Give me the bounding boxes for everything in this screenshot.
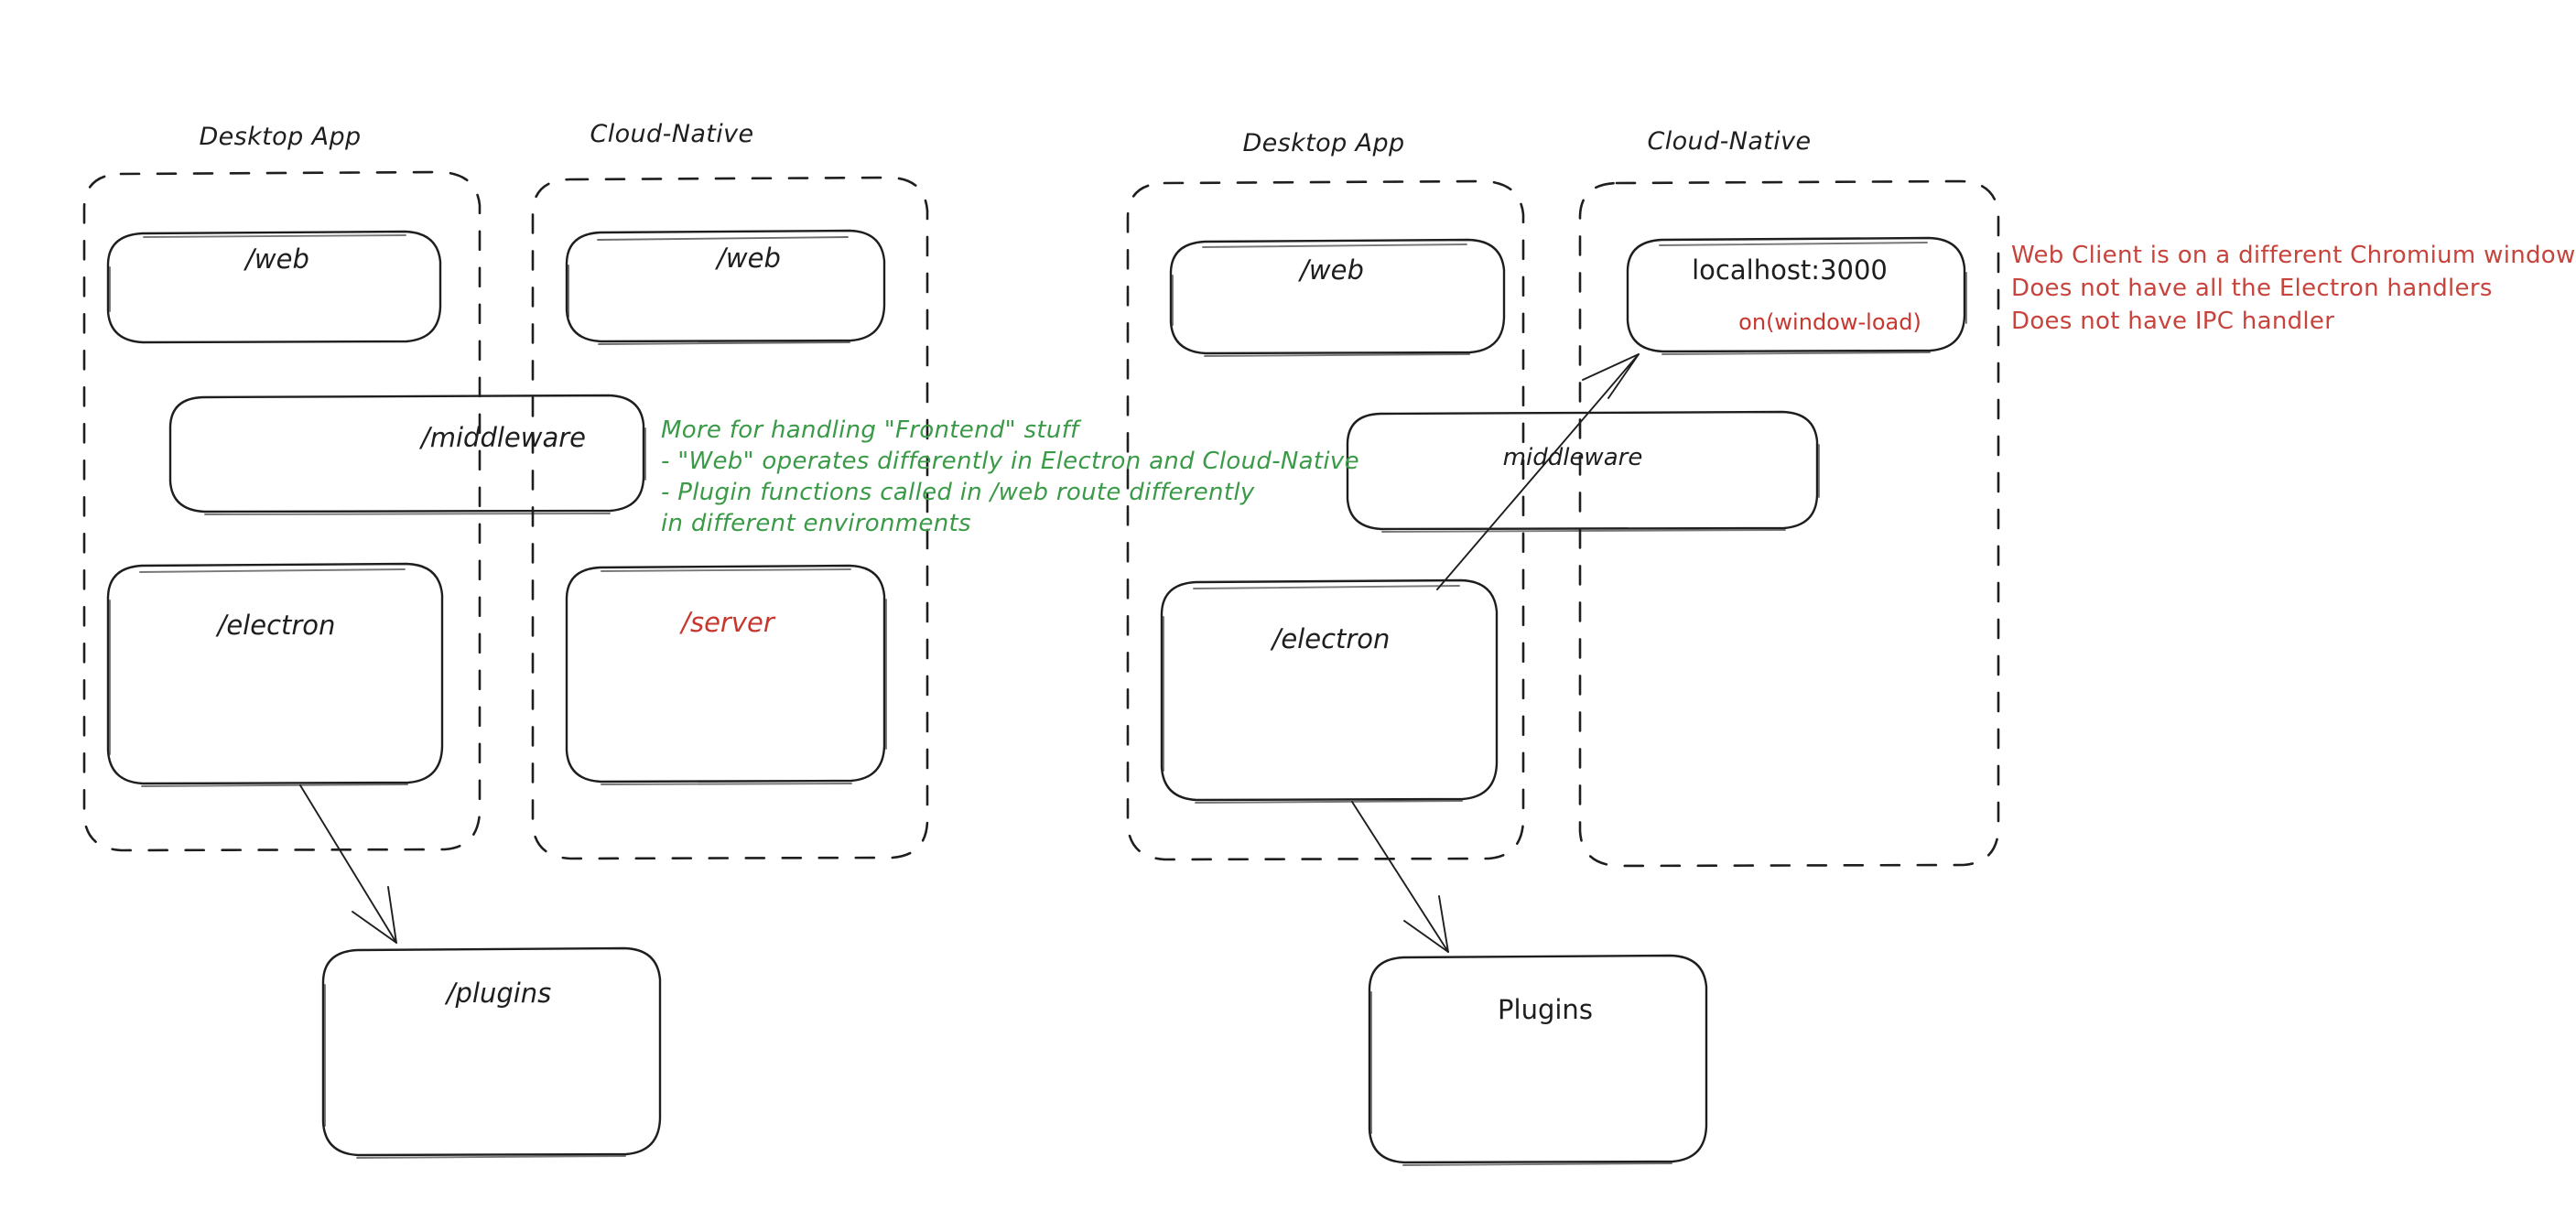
box-sublabel-right-localhost-on-window-load: on(window-load) (1738, 309, 1921, 335)
box-left-electron (106, 562, 444, 787)
box-label-right-localhost: localhost:3000 (1692, 254, 1888, 286)
green-note-line-4: in different environments (661, 510, 971, 537)
box-left-desktop-web (106, 230, 442, 344)
green-note-line-1: More for handling "Frontend" stuff (661, 416, 1082, 444)
box-left-middleware (168, 394, 646, 515)
connector-right-electron-to-localhost (1436, 353, 1640, 590)
group-label-left-desktop: Desktop App (199, 123, 361, 151)
box-right-plugins (1368, 954, 1708, 1166)
green-note-line-2: - "Web" operates differently in Electron… (661, 448, 1359, 475)
annotation-red-note: Web Client is on a different Chromium wi… (2011, 242, 2576, 335)
red-note-line-2: Does not have all the Electron handlers (2011, 275, 2493, 302)
box-label-left-server: /server (678, 607, 776, 638)
box-label-right-electron: /electron (1270, 623, 1391, 654)
box-label-right-desktop-web: /web (1297, 254, 1364, 286)
connector-right-electron-to-plugins (1351, 801, 1449, 953)
box-left-cloud-web (565, 229, 886, 345)
box-left-plugins (321, 946, 662, 1159)
red-note-line-1: Web Client is on a different Chromium wi… (2011, 242, 2576, 269)
box-left-server (565, 564, 887, 785)
group-container-right-cloud (1578, 179, 2000, 868)
annotation-green-note: More for handling "Frontend" stuff - "We… (661, 416, 1359, 537)
red-note-line-3: Does not have IPC handler (2011, 308, 2334, 335)
green-note-line-3: - Plugin functions called in /web route … (661, 479, 1255, 506)
group-container-left-desktop (82, 170, 482, 852)
group-container-left-cloud (531, 176, 929, 860)
group-container-right-desktop (1126, 179, 1525, 861)
box-label-left-middleware: /middleware (418, 422, 586, 453)
box-right-electron (1160, 578, 1499, 804)
box-right-middleware (1346, 410, 1820, 533)
group-label-right-cloud: Cloud-Native (1647, 127, 1811, 156)
box-label-left-electron: /electron (215, 610, 336, 641)
box-label-left-plugins: /plugins (444, 978, 552, 1009)
box-right-desktop-web (1169, 238, 1506, 357)
connector-left-electron-to-plugins (299, 784, 397, 944)
group-label-right-desktop: Desktop App (1242, 129, 1404, 157)
box-label-left-cloud-web: /web (714, 243, 781, 274)
box-label-left-desktop-web: /web (243, 243, 309, 275)
box-label-right-middleware: middleware (1503, 444, 1643, 471)
box-right-localhost (1626, 236, 1967, 355)
box-label-right-plugins: Plugins (1498, 994, 1593, 1025)
group-label-left-cloud: Cloud-Native (590, 120, 753, 148)
